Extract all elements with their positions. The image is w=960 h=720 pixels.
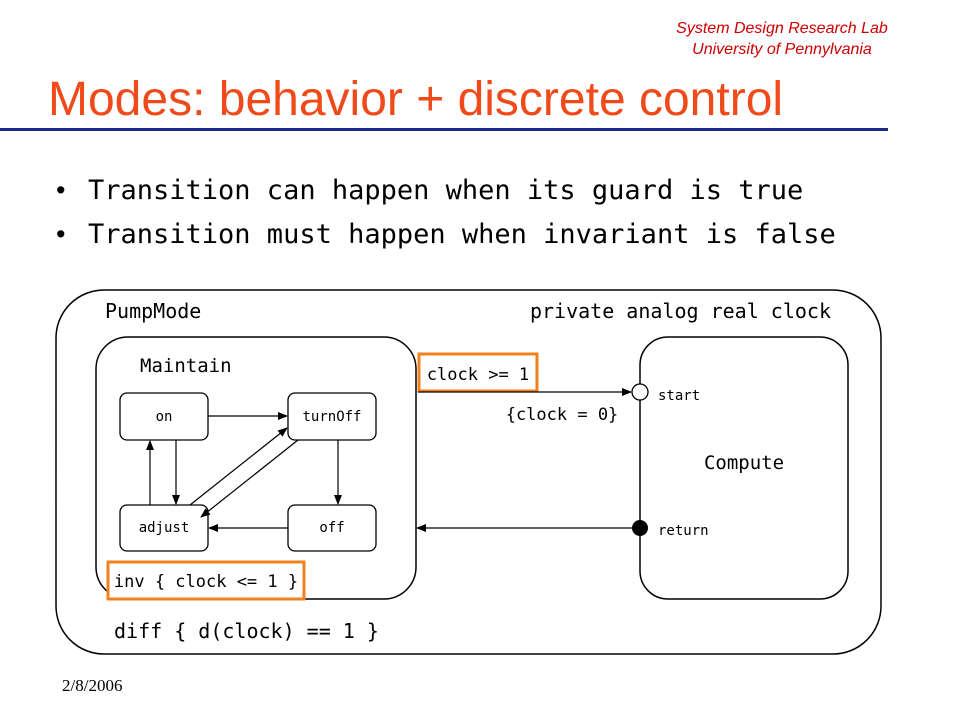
flow-label: diff { d(clock) == 1 } — [114, 619, 379, 643]
return-label: return — [658, 523, 709, 539]
guard-highlight — [417, 352, 539, 393]
state-turnoff-label: turnOff — [302, 409, 361, 425]
bullet-text: Transition must happen when invariant is… — [88, 219, 836, 250]
reset-label: {clock = 0} — [506, 405, 619, 425]
university-name: University of Pennylvania — [692, 41, 872, 58]
start-label: start — [658, 388, 700, 404]
bullet-list: • Transition can happen when its guard is… — [56, 168, 836, 256]
guard-label: clock >= 1 — [427, 365, 529, 385]
transition-turnoff-adjust — [200, 439, 299, 518]
return-exit-point — [632, 520, 648, 536]
pumpmode-box — [55, 289, 882, 655]
slide-title: Modes: behavior + discrete control — [48, 73, 784, 126]
state-adjust-label: adjust — [139, 520, 190, 536]
title-underline — [0, 128, 888, 131]
bullet-icon: • — [56, 175, 66, 205]
bullet-item: • Transition must happen when invariant i… — [56, 212, 836, 256]
state-turnoff — [287, 392, 377, 441]
maintain-label: Maintain — [140, 355, 232, 377]
invariant-highlight — [106, 560, 306, 601]
pumpmode-label: PumpMode — [105, 299, 201, 323]
start-entry-point — [631, 383, 649, 401]
compute-label: Compute — [704, 452, 784, 474]
invariant-label: inv { clock <= 1 } — [114, 572, 298, 592]
bullet-item: • Transition can happen when its guard is… — [56, 168, 836, 212]
transition-adjust-turnoff — [189, 427, 288, 506]
lab-affiliation: System Design Research Lab University of… — [632, 18, 932, 60]
compute-box — [639, 336, 849, 600]
state-on-label: on — [156, 409, 173, 425]
state-off-label: off — [319, 520, 344, 536]
lab-name: System Design Research Lab — [676, 20, 888, 37]
bullet-text: Transition can happen when its guard is … — [88, 175, 804, 206]
bullet-icon: • — [56, 219, 66, 249]
slide-date: 2/8/2006 — [62, 676, 123, 695]
variable-declaration: private analog real clock — [530, 299, 831, 323]
